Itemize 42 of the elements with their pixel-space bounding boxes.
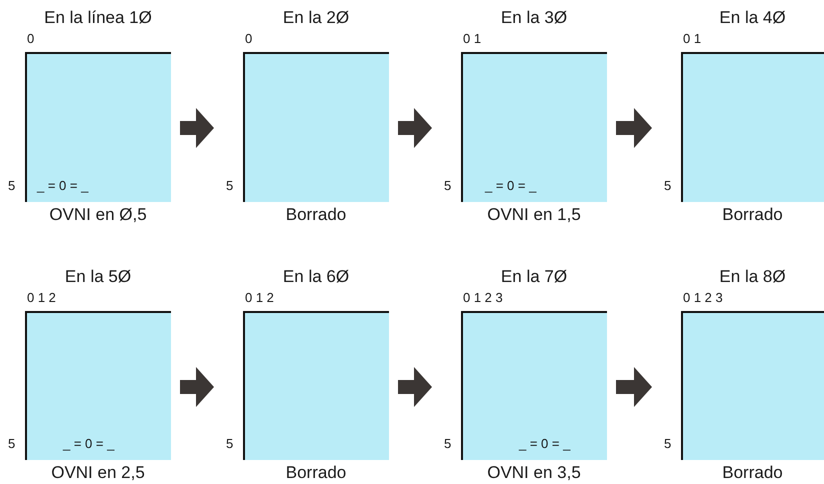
ufo-text: _ = 0 = _	[37, 178, 88, 194]
block-arrow	[398, 367, 432, 407]
step-heading: En la 7Ø	[500, 267, 568, 287]
block-arrow	[398, 108, 432, 148]
step-heading: En la línea 1Ø	[44, 8, 152, 28]
block-arrow	[616, 108, 652, 148]
block-arrow	[616, 367, 652, 407]
row-number: 5	[444, 178, 452, 194]
column-numbers: 0 1 2 3	[683, 290, 723, 306]
row-number: 5	[226, 436, 234, 452]
column-numbers: 0 1	[683, 31, 702, 47]
ufo-text: _ = 0 = _	[485, 178, 536, 194]
step-heading: En la 4Ø	[719, 8, 786, 28]
step-heading: En la 2Ø	[282, 8, 350, 28]
ufo-text: _ = 0 = _	[63, 436, 114, 452]
step-caption: Borrado	[722, 463, 783, 483]
column-numbers: 0 1 2	[27, 290, 56, 306]
column-numbers: 0	[27, 31, 34, 47]
row-number: 5	[8, 178, 16, 194]
step-heading: En la 3Ø	[500, 8, 568, 28]
step-heading: En la 8Ø	[719, 267, 786, 287]
step-caption: OVNI en 1,5	[487, 205, 581, 225]
column-numbers: 0 1 2	[245, 290, 274, 306]
step-caption: Borrado	[722, 205, 783, 225]
step-caption: OVNI en 3,5	[487, 463, 581, 483]
step-caption: Borrado	[286, 205, 346, 225]
step-heading: En la 6Ø	[282, 267, 350, 287]
ufo-text: _ = 0 = _	[519, 436, 570, 452]
block-arrow	[180, 108, 214, 148]
step-caption: OVNI en Ø,5	[49, 205, 147, 225]
row-number: 5	[664, 436, 672, 452]
step-caption: OVNI en 2,5	[51, 463, 145, 483]
row-number: 5	[8, 436, 16, 452]
row-number: 5	[664, 178, 672, 194]
column-numbers: 0 1 2 3	[463, 290, 503, 306]
column-numbers: 0	[245, 31, 252, 47]
block-arrow	[180, 367, 214, 407]
step-caption: Borrado	[286, 463, 346, 483]
row-number: 5	[444, 436, 452, 452]
step-heading: En la 5Ø	[64, 267, 132, 287]
row-number: 5	[226, 178, 234, 194]
column-numbers: 0 1	[463, 31, 482, 47]
